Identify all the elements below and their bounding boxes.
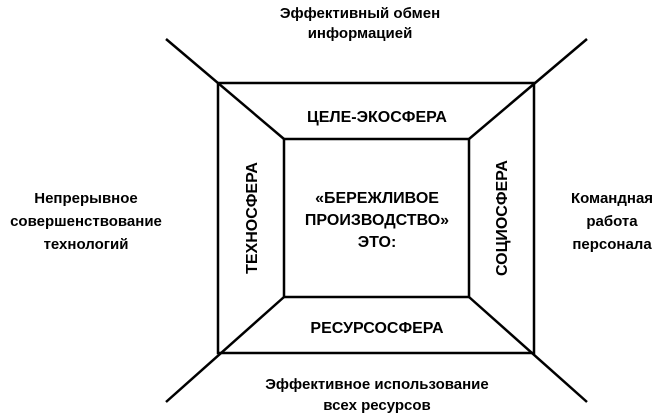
center-line1: «БЕРЕЖЛИВОЕ [315,190,439,207]
diagonal-top-left [165,38,285,140]
top-label-line1: Эффективный обмен [280,5,440,22]
diagonal-bottom-left [165,296,285,403]
inner-square [282,137,471,299]
left-label-line1: Непрерывное [34,190,138,207]
center-line2: ПРОИЗВОДСТВО» [305,212,449,229]
sphere-right: СОЦИОСФЕРА [494,160,511,276]
right-label-line3: персонала [572,236,652,253]
right-label-line2: работа [586,213,638,230]
bottom-label-line1: Эффективное использование [265,376,489,393]
right-label-line1: Командная [571,190,653,207]
left-label-line3: технологий [44,236,129,253]
bottom-label-line2: всех ресурсов [323,397,431,414]
diagonal-bottom-right [468,296,588,403]
outer-square [216,81,536,355]
sphere-left: ТЕХНОСФЕРА [244,162,261,274]
sphere-bottom: РЕСУРСОСФЕРА [310,320,444,337]
top-label-line2: информацией [308,25,413,42]
left-label-line2: совершенствование [10,213,162,230]
diagonal-top-right [468,38,588,140]
center-line3: ЭТО: [358,234,397,251]
sphere-top: ЦЕЛЕ-ЭКОСФЕРА [307,109,447,126]
